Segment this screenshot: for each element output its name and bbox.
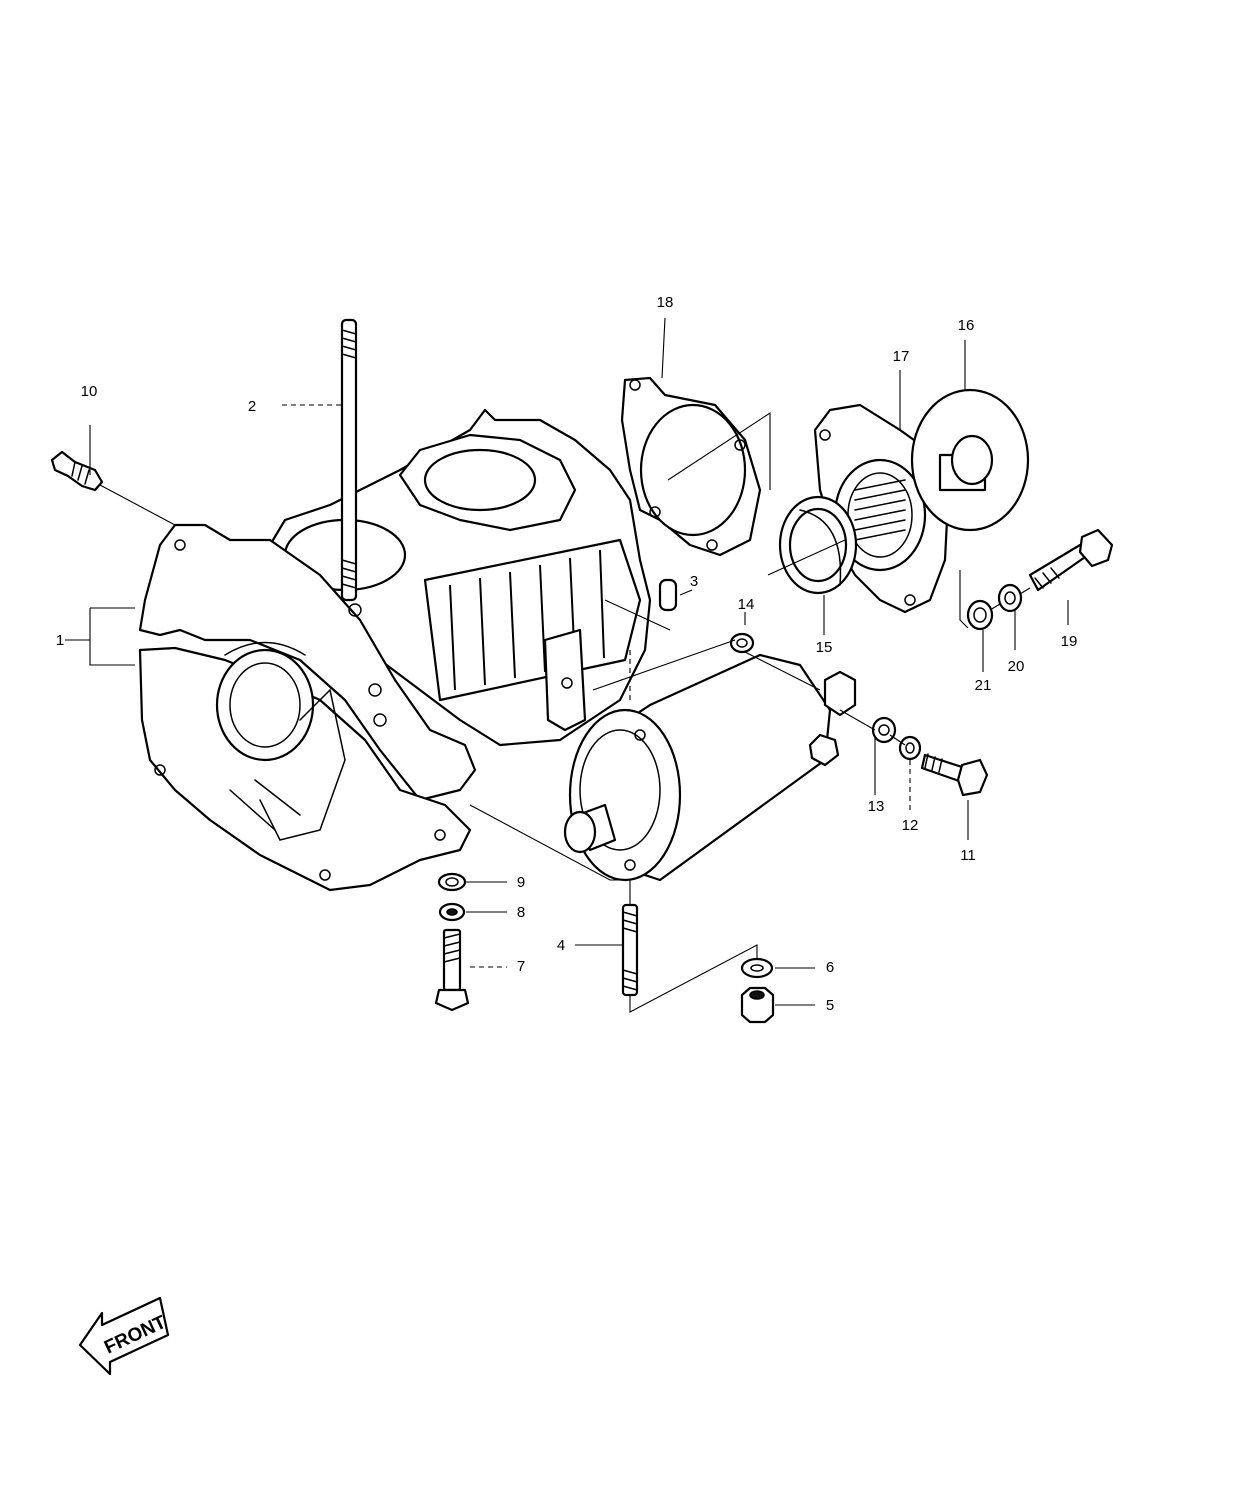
callout-7: 7 bbox=[517, 958, 525, 975]
callout-4: 4 bbox=[557, 937, 565, 954]
washer-12 bbox=[898, 735, 922, 761]
callout-20: 20 bbox=[1008, 658, 1025, 675]
callout-16: 16 bbox=[958, 317, 975, 334]
callout-5: 5 bbox=[826, 997, 834, 1014]
callout-3: 3 bbox=[690, 573, 698, 590]
callout-10: 10 bbox=[81, 383, 98, 400]
bolt-19 bbox=[1028, 528, 1114, 592]
o-ring-14 bbox=[729, 632, 755, 654]
crankcase-assembly bbox=[138, 408, 652, 892]
callout-11: 11 bbox=[960, 847, 976, 864]
callout-18: 18 bbox=[657, 294, 674, 311]
washer-8 bbox=[438, 902, 466, 922]
callout-19: 19 bbox=[1061, 633, 1078, 650]
stud-4 bbox=[621, 903, 639, 997]
leader-lines bbox=[65, 317, 1069, 1013]
callout-1: 1 bbox=[56, 632, 64, 649]
callout-14: 14 bbox=[738, 596, 755, 613]
oil-seal bbox=[778, 495, 858, 595]
dowel-pin bbox=[658, 578, 678, 612]
washer-6 bbox=[740, 957, 774, 979]
callout-8: 8 bbox=[517, 904, 525, 921]
callout-12: 12 bbox=[902, 817, 919, 834]
long-stud bbox=[340, 318, 358, 602]
circlip-21 bbox=[966, 599, 994, 631]
callout-6: 6 bbox=[826, 959, 834, 976]
callout-2: 2 bbox=[248, 398, 256, 415]
bolt-11 bbox=[920, 753, 989, 797]
breather-fitting bbox=[50, 450, 104, 492]
front-arrow: FRONT bbox=[78, 1296, 170, 1376]
bolt-7 bbox=[434, 928, 470, 1012]
cover-disc bbox=[910, 388, 1030, 532]
callout-17: 17 bbox=[893, 348, 910, 365]
callout-21: 21 bbox=[975, 677, 992, 694]
callout-13: 13 bbox=[868, 798, 885, 815]
callout-9: 9 bbox=[517, 874, 525, 891]
washer-9 bbox=[437, 872, 467, 892]
washer-20 bbox=[997, 583, 1023, 613]
starter-motor bbox=[563, 653, 857, 882]
nut-5 bbox=[740, 986, 775, 1024]
callout-15: 15 bbox=[816, 639, 833, 656]
washer-13 bbox=[871, 716, 897, 744]
callout-labels: 1 2 3 4 5 6 7 8 9 10 11 12 13 14 15 16 1… bbox=[56, 294, 1078, 1014]
gasket bbox=[620, 376, 762, 557]
